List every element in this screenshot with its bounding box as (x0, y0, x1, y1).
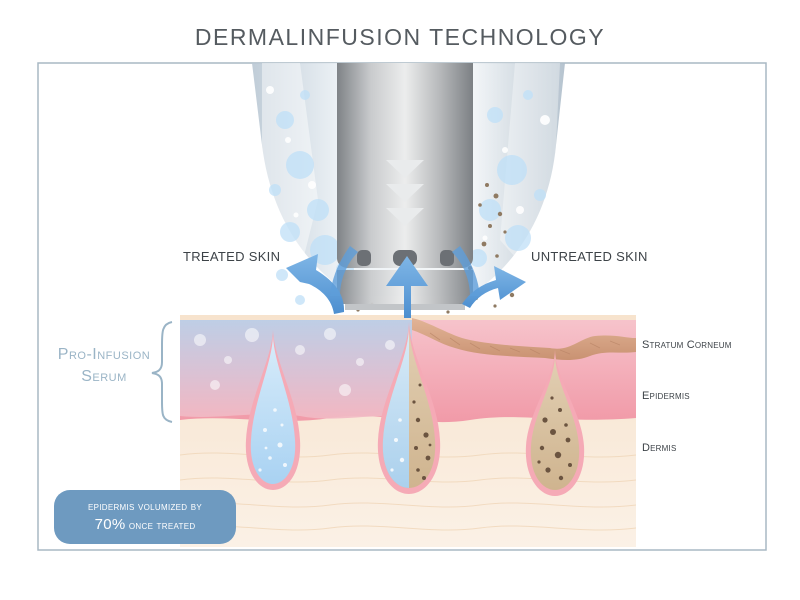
mist-highlights (266, 86, 550, 241)
page-title: DERMALINFUSION TECHNOLOGY (194, 24, 606, 50)
infusion-arrow (386, 256, 428, 318)
serum-label-line2: Serum (81, 368, 127, 385)
epidermis-label: Epidermis (642, 390, 690, 402)
untreated-skin-label: UNTREATED SKIN (531, 249, 648, 264)
serum-bracket (151, 321, 173, 423)
badge-percent: 70% (94, 516, 126, 533)
stratum-corneum-label: Stratum Corneum (642, 339, 732, 351)
treated-skin-label: TREATED SKIN (183, 249, 281, 264)
untreated-arrow (462, 266, 526, 308)
dermis-label: Dermis (642, 442, 677, 454)
badge-line1: epidermis volumized by (87, 501, 203, 513)
stratum-corneum (412, 318, 636, 360)
serum-infused-zone (180, 320, 412, 420)
volumized-badge: epidermis volumized by 70% once treated (54, 490, 236, 544)
flow-arrows (286, 246, 526, 318)
device-openings (357, 250, 454, 266)
flow-chevrons (386, 160, 424, 226)
treated-arrow (286, 254, 345, 314)
nozzle-highlight-right (500, 63, 560, 265)
badge-line2-rest: once treated (128, 520, 196, 532)
serum-label-line1: Pro-Infusion (57, 346, 151, 363)
untreated-pore (525, 350, 585, 496)
badge-line2: 70% once treated (54, 516, 236, 533)
pro-infusion-serum-label: Pro-Infusion Serum (34, 344, 174, 388)
infusing-pore (377, 322, 441, 494)
treated-pore (245, 330, 301, 490)
